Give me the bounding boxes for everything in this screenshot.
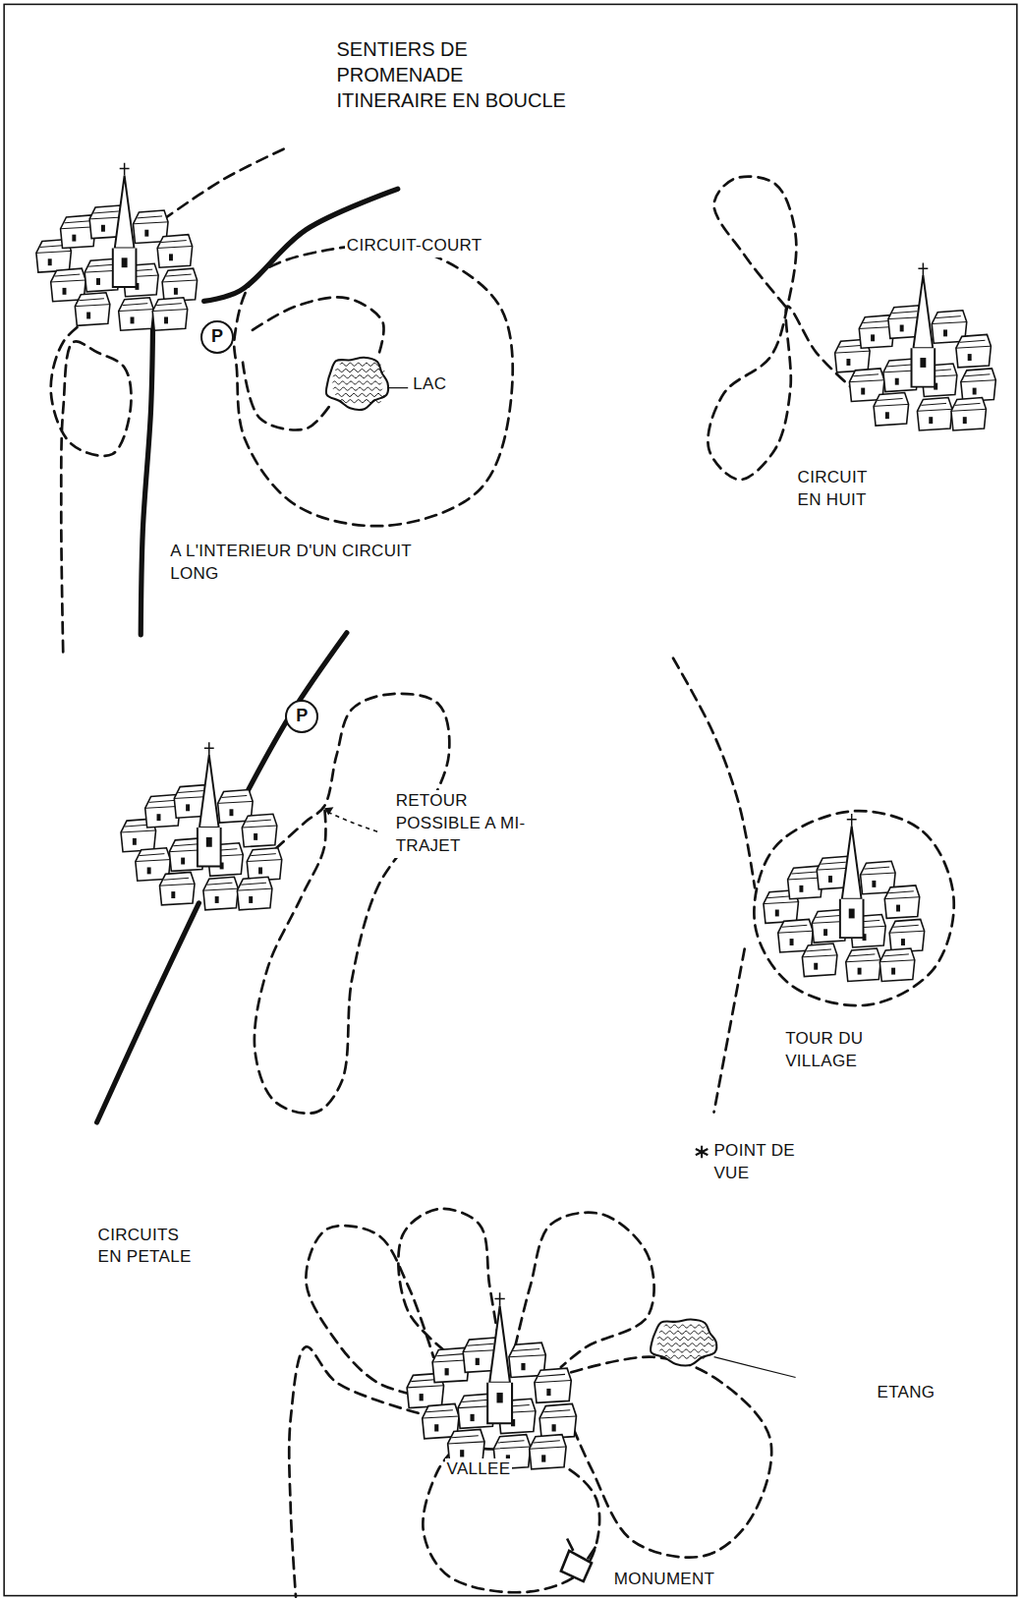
village — [120, 741, 283, 910]
road — [140, 311, 153, 635]
trail-path — [673, 658, 755, 889]
leader-line — [714, 1357, 796, 1378]
parking-letter: P — [295, 705, 308, 727]
trail-path — [249, 296, 384, 352]
trail-path — [233, 244, 513, 526]
leader-line — [326, 810, 378, 832]
lake-symbol — [326, 357, 389, 410]
trail-label: POINT DE VUE — [711, 1139, 807, 1186]
village — [835, 262, 997, 431]
trail-label: CIRCUIT EN HUIT — [795, 466, 892, 512]
trail-path — [51, 316, 132, 659]
trail-label: VALLEE — [445, 1458, 513, 1481]
trail-label: TOUR DU VILLAGE — [783, 1027, 900, 1074]
trail-path — [753, 810, 954, 1006]
road — [97, 903, 200, 1123]
trail-label: LAC — [410, 373, 449, 397]
arrow-head — [324, 806, 334, 815]
trail-label: CIRCUIT-COURT — [344, 234, 485, 258]
trail-path — [570, 1357, 772, 1558]
parking-circle: P — [200, 320, 234, 354]
parking-circle: P — [284, 699, 319, 734]
trail-path — [254, 693, 450, 1114]
trail-path — [707, 176, 851, 481]
village — [36, 163, 198, 332]
trail-label: RETOUR POSSIBLE A MI-TRAJET — [394, 790, 552, 858]
village — [406, 1292, 576, 1470]
monument-symbol — [561, 1537, 596, 1582]
frame — [3, 3, 1018, 1595]
leader-line — [387, 387, 408, 389]
trail-path — [242, 362, 332, 431]
trail-path — [163, 148, 286, 221]
parking-letter: P — [211, 326, 224, 347]
trail-path — [422, 1438, 600, 1593]
trail-path — [714, 949, 745, 1113]
trail-path — [288, 1346, 418, 1596]
lake-symbol — [650, 1319, 717, 1366]
trail-label: CIRCUITS EN PETALE — [96, 1224, 203, 1270]
village — [763, 813, 925, 982]
trail-label: A L'INTERIEUR D'UN CIRCUIT LONG — [168, 540, 448, 586]
viewpoint-star — [695, 1145, 708, 1158]
trail-label: ETANG — [875, 1381, 938, 1405]
title: SENTIERS DE PROMENADE ITINERAIRE EN BOUC… — [337, 36, 573, 114]
trail-label: MONUMENT — [612, 1568, 718, 1591]
